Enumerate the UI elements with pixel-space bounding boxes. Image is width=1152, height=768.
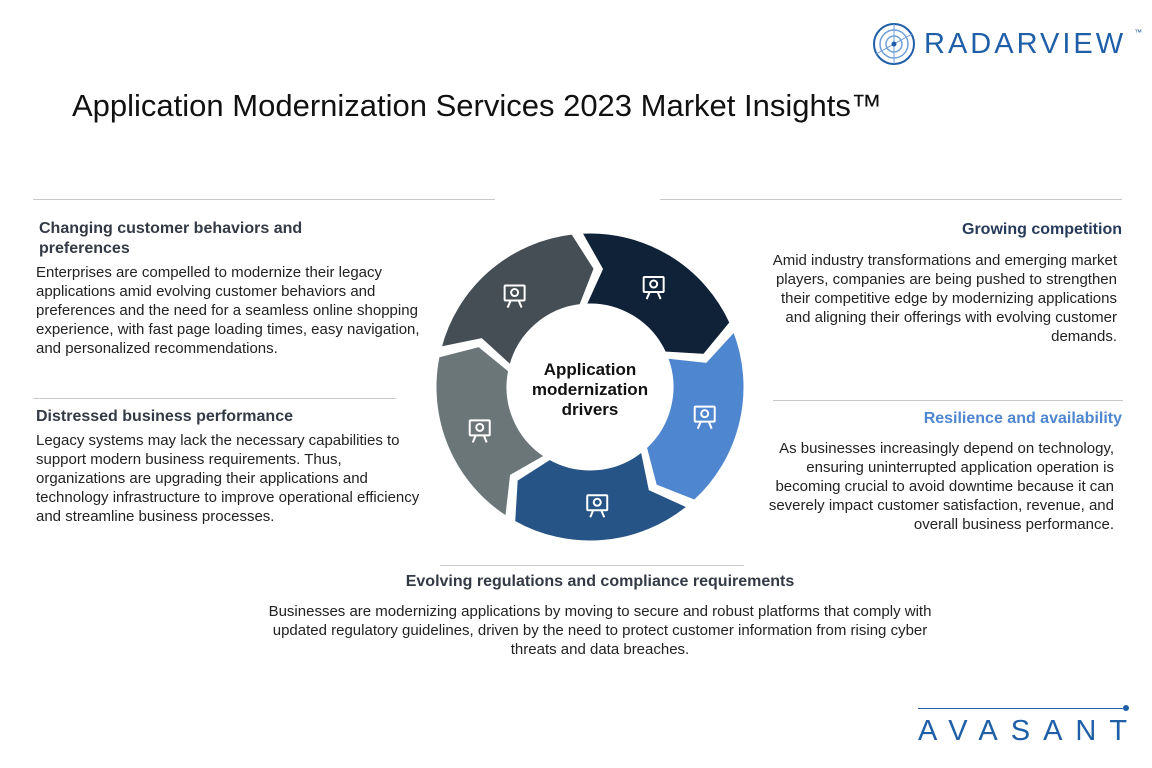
driver-body: Businesses are modernizing applications …: [268, 603, 932, 658]
wheel-center-label: Application modernization drivers: [531, 360, 649, 419]
driver-heading: Resilience and availability: [923, 410, 1122, 427]
radarview-logo: RADARVIEW ™: [872, 22, 1142, 66]
driver-customer: Changing customer behaviors and preferen…: [36, 219, 426, 358]
code-gears-icon: [586, 494, 609, 518]
radarview-wordmark: RADARVIEW: [924, 27, 1127, 60]
broadcast-tower-icon: [468, 419, 491, 443]
divider: [660, 199, 1122, 200]
driver-heading: Distressed business performance: [36, 408, 293, 425]
driver-competition: Growing competition Amid industry transf…: [765, 220, 1122, 346]
presentation-chart-icon: [642, 276, 665, 300]
trademark: ™: [1134, 28, 1143, 37]
driver-regulations: Evolving regulations and compliance requ…: [240, 572, 960, 659]
avasant-logo: AVASANT: [918, 705, 1141, 748]
driver-distressed: Distressed business performance Legacy s…: [36, 407, 426, 526]
drivers-wheel: [433, 230, 747, 544]
driver-body: Amid industry transformations and emergi…: [772, 252, 1117, 345]
page-title: Application Modernization Services 2023 …: [72, 88, 882, 123]
driver-heading: Growing competition: [962, 221, 1122, 238]
driver-resilience: Resilience and availability As businesse…: [760, 409, 1122, 534]
avasant-wordmark: AVASANT: [918, 715, 1141, 747]
monitor-gears-icon: [503, 284, 526, 308]
driver-body: Legacy systems may lack the necessary ca…: [36, 432, 420, 525]
driver-body: As businesses increasingly depend on tec…: [768, 440, 1114, 533]
driver-body: Enterprises are compelled to modernize t…: [36, 264, 420, 357]
divider: [773, 400, 1123, 401]
divider: [440, 565, 744, 566]
users-sync-icon: [693, 405, 716, 430]
driver-heading: Changing customer behaviors and preferen…: [39, 220, 303, 257]
wheel-segment: [578, 230, 733, 357]
radar-icon: [873, 23, 915, 65]
divider: [33, 398, 396, 399]
driver-heading: Evolving regulations and compliance requ…: [405, 573, 795, 590]
divider: [33, 199, 495, 200]
logo-line: [918, 705, 1129, 711]
